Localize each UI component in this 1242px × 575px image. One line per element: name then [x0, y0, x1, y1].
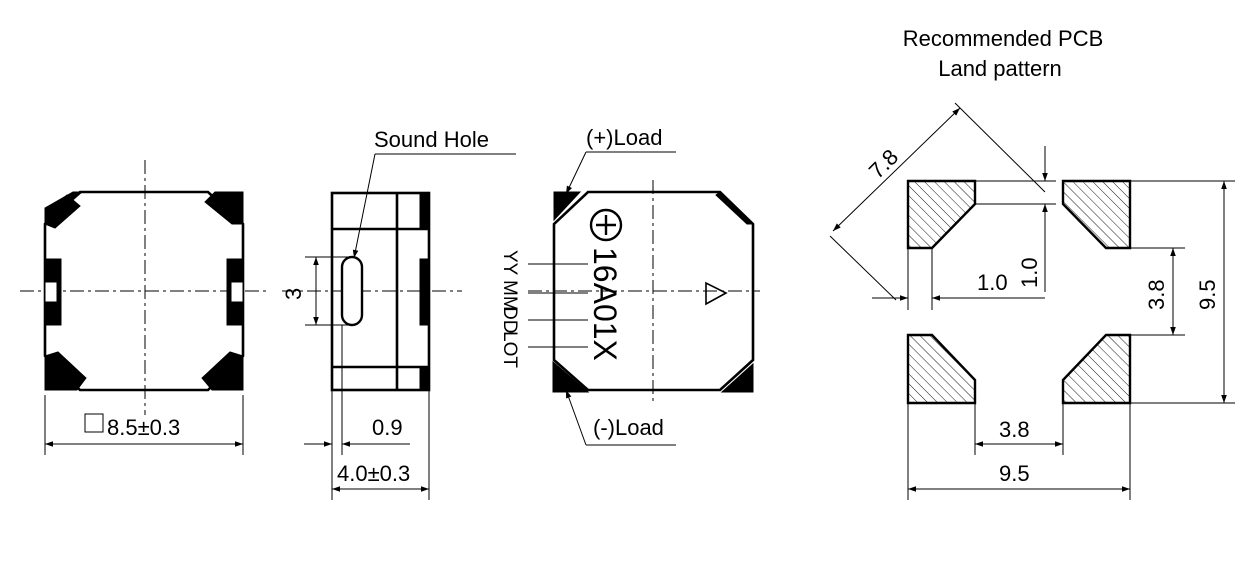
- offset-label: 0.9: [372, 415, 403, 440]
- diag-extension-lower: [829, 235, 897, 301]
- pad-top-right: [1061, 179, 1132, 250]
- side-view-bottom-terminal: [419, 366, 430, 391]
- side-view: Sound Hole 3 0.9 4.0±0.3: [281, 127, 516, 500]
- left-side-tab-slot: [44, 281, 58, 303]
- top-left-terminal-pad: [44, 194, 81, 229]
- side-view-side-terminal: [419, 258, 430, 326]
- sound-hole-leader-line: [352, 153, 376, 259]
- pcb-title-line2: Land pattern: [938, 56, 1062, 81]
- pad-height-label: 1.0: [1017, 257, 1042, 288]
- pad-bottom-left: [906, 333, 977, 405]
- vertical-gap-label: 3.8: [1144, 279, 1169, 310]
- plus-load-leader: [565, 151, 587, 195]
- lot-code-yy: YY: [499, 250, 520, 276]
- plus-terminal-fill: [553, 194, 578, 218]
- plus-polarity-icon: [589, 208, 623, 242]
- horizontal-gap-label: 3.8: [999, 417, 1030, 442]
- lot-code-dd: DD: [499, 306, 520, 333]
- minus-load-label: (-)Load: [593, 415, 664, 440]
- pad-top-left: [906, 179, 977, 250]
- minus-load-leader: [565, 389, 587, 446]
- top-view: 8.5±0.3: [20, 160, 268, 455]
- side-view-top-terminal: [419, 192, 430, 230]
- height-label: 4.0±0.3: [337, 461, 410, 486]
- diagonal-dimension-line: [832, 107, 961, 232]
- diag-extension-upper: [954, 102, 1046, 193]
- horizontal-overall-label: 9.5: [999, 461, 1030, 486]
- vertical-overall-label: 9.5: [1195, 279, 1220, 310]
- top-view-width-label: 8.5±0.3: [107, 415, 180, 440]
- square-symbol-icon: [84, 413, 104, 433]
- bottom-right-terminal: [201, 351, 244, 391]
- marking-view: 16A01X YY MM DD LOT (+)Load (-)Load: [499, 125, 760, 446]
- lot-code-lot: LOT: [499, 331, 520, 368]
- diagonal-label: 7.8: [864, 144, 903, 183]
- pcb-title-line1: Recommended PCB: [903, 26, 1104, 51]
- top-right-corner-edge: [715, 191, 755, 225]
- pad-bottom-right: [1061, 333, 1132, 405]
- top-right-terminal: [204, 191, 244, 225]
- hole-height-label: 3: [281, 288, 306, 300]
- sound-hole-callout-label: Sound Hole: [374, 127, 489, 152]
- pad-width-label: 1.0: [977, 270, 1008, 295]
- lot-code-labels: YY MM DD LOT: [499, 250, 588, 368]
- plus-load-label: (+)Load: [586, 125, 662, 150]
- bottom-left-terminal: [44, 351, 87, 391]
- orientation-triangle-icon: [705, 281, 728, 306]
- sound-hole-outline: [340, 255, 364, 327]
- right-side-tab-slot: [230, 281, 244, 303]
- minus-terminal-fill: [552, 360, 590, 393]
- part-number-label: 16A01X: [587, 247, 623, 361]
- bottom-right-terminal-corner: [720, 362, 754, 393]
- pcb-land-pattern: Recommended PCB Land pattern 7.8 1.0 1.0…: [829, 26, 1235, 500]
- lot-code-mm: MM: [499, 280, 520, 312]
